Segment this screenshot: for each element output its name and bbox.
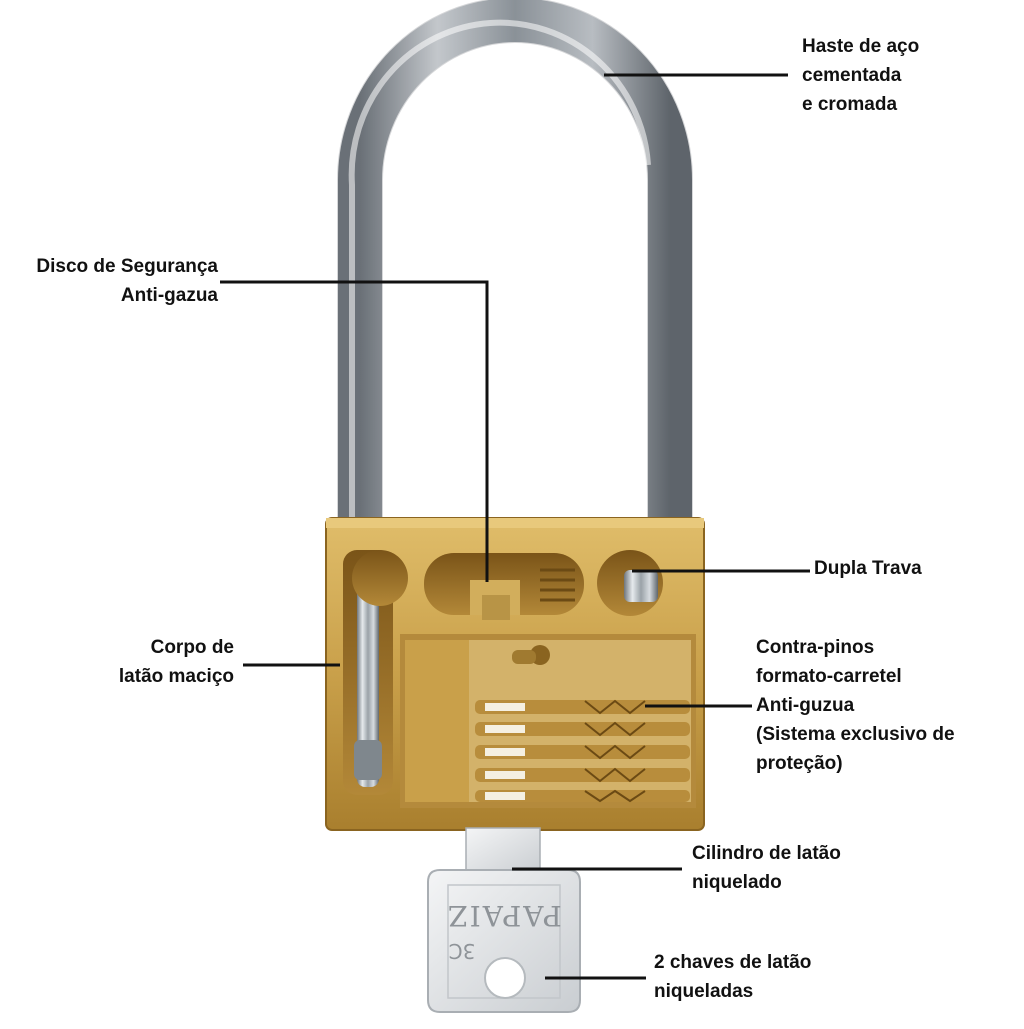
callout-line: Corpo de xyxy=(150,637,234,658)
key: PAPAIZ 3C xyxy=(427,827,581,1013)
pin-stacks xyxy=(475,699,690,803)
callout-line: Anti-gazua xyxy=(120,285,218,306)
leader-disc xyxy=(220,280,489,582)
callout-line: Anti-guzua xyxy=(756,695,855,716)
pin-row xyxy=(475,744,690,760)
pin-row xyxy=(475,721,690,737)
callout-line: (Sistema exclusivo de xyxy=(756,724,955,745)
callout-line: Contra-pinos xyxy=(756,637,875,658)
top-cavities xyxy=(352,550,663,620)
callout-shackle: Haste de aço cementada e cromada xyxy=(802,32,919,119)
callout-line: niquelado xyxy=(692,872,782,893)
callout-line: niqueladas xyxy=(654,981,754,1002)
callout-line: Dupla Trava xyxy=(814,558,922,579)
callout-line: Haste de aço xyxy=(802,36,920,57)
pin-row xyxy=(475,789,690,803)
shackle xyxy=(337,0,693,540)
callout-line: e cromada xyxy=(802,94,898,115)
pin-row xyxy=(475,767,690,783)
callout-line: Cilindro de latão xyxy=(692,843,841,864)
callout-line: 2 chaves de latão xyxy=(654,952,812,973)
left-bolt-cavity xyxy=(343,550,393,795)
key-code-text: 3C xyxy=(449,939,476,963)
callout-body: Corpo de latão maciço xyxy=(119,633,234,691)
callout-line: formato-carretel xyxy=(756,666,902,687)
callout-double-lock: Dupla Trava xyxy=(814,554,922,583)
callout-cylinder: Cilindro de latão niquelado xyxy=(692,839,841,897)
leader-lines xyxy=(220,73,810,980)
callout-line: cementada xyxy=(802,65,902,86)
callout-line: Disco de Segurança xyxy=(36,256,218,277)
callout-line: latão maciço xyxy=(118,666,234,687)
key-brand-text: PAPAIZ xyxy=(446,899,562,932)
callout-disc: Disco de Segurança Anti-gazua xyxy=(36,252,218,310)
callout-pins: Contra-pinos formato-carretel Anti-guzua… xyxy=(756,633,955,778)
pin-row xyxy=(475,699,690,715)
callout-keys: 2 chaves de latão niqueladas xyxy=(654,948,811,1006)
callout-line: proteção) xyxy=(756,753,843,774)
